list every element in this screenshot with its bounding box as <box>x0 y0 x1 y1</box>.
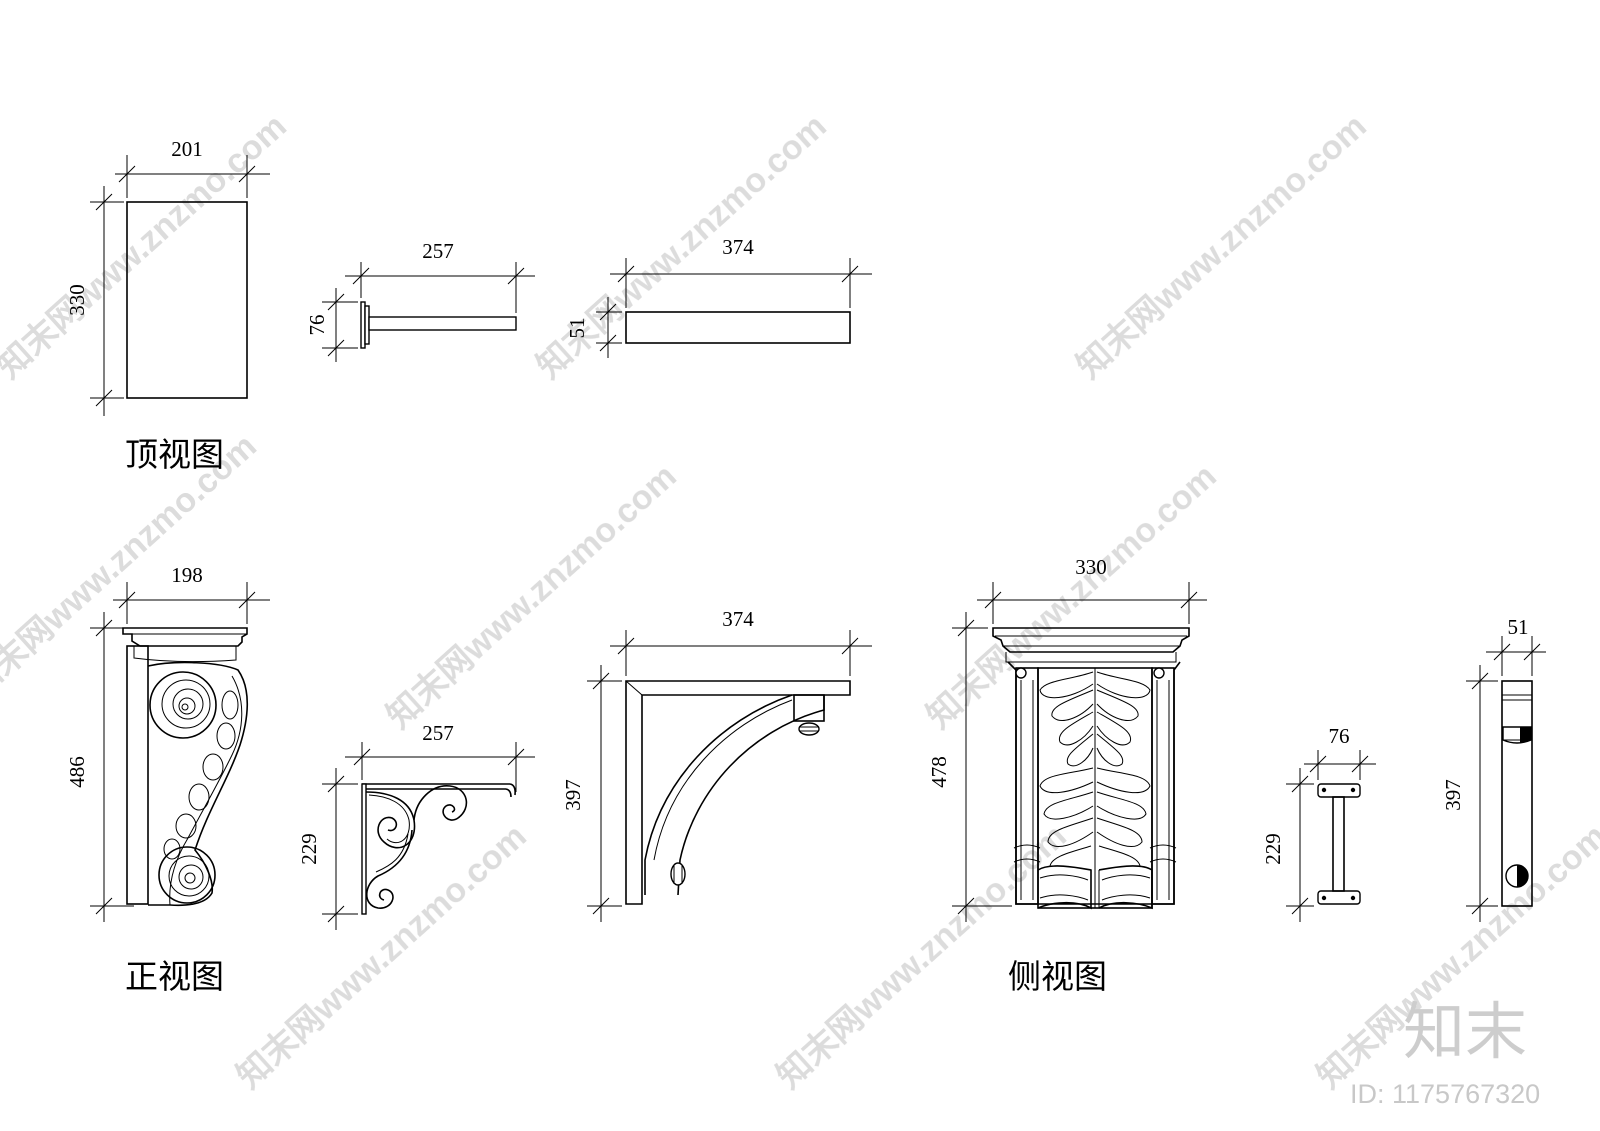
view-label-side: 侧视图 <box>1008 957 1107 996</box>
watermark-logo: 知末 <box>1403 995 1527 1068</box>
view-label-top: 顶视图 <box>125 435 224 474</box>
top-view-panel: 201 330 <box>65 137 270 416</box>
plate-side-view: 76 229 <box>1261 724 1376 922</box>
board-top-view: 374 51 <box>565 235 872 358</box>
dim-front-height: 486 <box>65 756 89 788</box>
carved-leaf-group <box>1039 671 1151 867</box>
dim-iron-height: 229 <box>297 833 321 865</box>
dim-narrow-width: 51 <box>1508 615 1529 639</box>
dim-board-width: 374 <box>722 235 754 259</box>
dim-carved-height: 478 <box>927 756 951 788</box>
watermark-text: 知末网www.znzmo.com <box>530 107 834 386</box>
narrow-side-view: 51 397 <box>1441 615 1546 922</box>
scroll-corbel-front-view: 198 486 <box>65 563 270 922</box>
watermark-text: 知末网www.znzmo.com <box>0 107 294 386</box>
watermark-layer: 知末网www.znzmo.com 知末网www.znzmo.com 知末网www… <box>0 107 1600 1109</box>
dim-narrow-height: 397 <box>1441 779 1465 811</box>
dim-iron-width: 257 <box>422 721 454 745</box>
view-label-front: 正视图 <box>125 957 224 996</box>
arc-bracket-side-view: 374 397 <box>561 607 872 922</box>
dim-arc-height: 397 <box>561 779 585 811</box>
dim-front-width: 198 <box>171 563 203 587</box>
dim-arc-width: 374 <box>722 607 754 631</box>
watermark-text: 知末网www.znzmo.com <box>1070 107 1374 386</box>
iron-bracket-view: 257 229 <box>297 721 535 930</box>
carved-corbel-side-view: 330 478 <box>927 555 1207 922</box>
dim-top-height: 330 <box>65 284 89 316</box>
dim-plate2-width: 76 <box>1329 724 1350 748</box>
dim-carved-width: 330 <box>1075 555 1107 579</box>
image-id: ID: 1175767320 <box>1350 1079 1540 1109</box>
dim-plate-width: 257 <box>422 239 454 263</box>
plate-top-view: 257 76 <box>305 239 535 362</box>
dim-board-height: 51 <box>565 318 589 339</box>
dim-top-width: 201 <box>171 137 203 161</box>
dim-plate2-height: 229 <box>1261 833 1285 865</box>
dim-plate-height: 76 <box>305 315 329 336</box>
watermark-text: 知末网www.znzmo.com <box>230 817 534 1096</box>
watermark-text: 知末网www.znzmo.com <box>380 457 684 736</box>
